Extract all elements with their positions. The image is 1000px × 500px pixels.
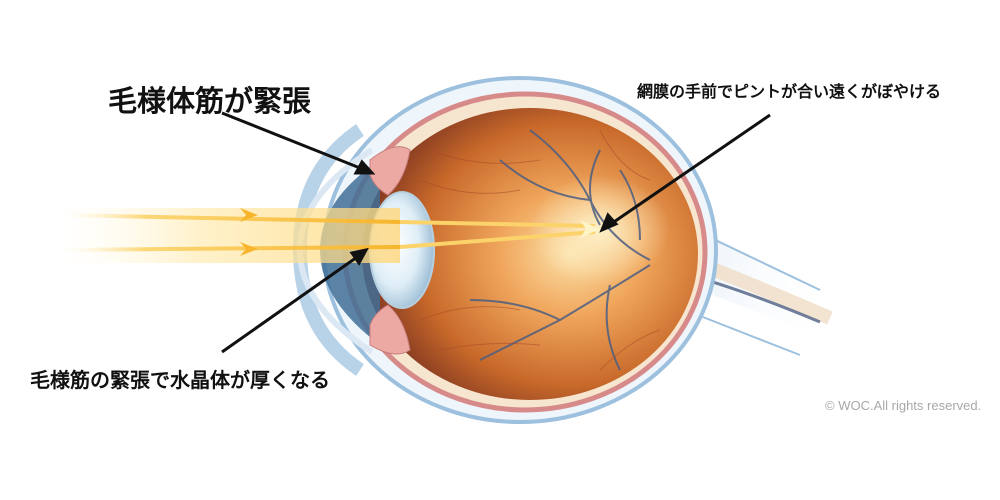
- arrow-to-ciliary: [221, 111, 366, 172]
- light-rays: [59, 208, 600, 263]
- ray-arrow-icon: [580, 220, 600, 238]
- label-ciliary-tension: 毛様体筋が緊張: [108, 84, 312, 118]
- arrow-to-focus: [607, 113, 771, 228]
- ciliary-muscle: [369, 146, 411, 355]
- label-lens-thickens: 毛様筋の緊張で水晶体が厚くなる: [30, 368, 330, 392]
- arrow-head-icon: [599, 212, 619, 233]
- arrow-head-icon: [349, 247, 369, 266]
- pointer-arrows: [221, 111, 771, 354]
- blood-vessels: [469, 129, 651, 371]
- ray-arrow-icon: [240, 208, 258, 222]
- copyright-notice: © WOC.All rights reserved.: [825, 398, 982, 413]
- label-focus-in-front: 網膜の手前でピントが合い遠くがぼやける: [637, 82, 942, 101]
- arrow-to-lens: [221, 253, 361, 354]
- ray-arrow-icon: [240, 242, 258, 256]
- arrow-head-icon: [353, 159, 376, 175]
